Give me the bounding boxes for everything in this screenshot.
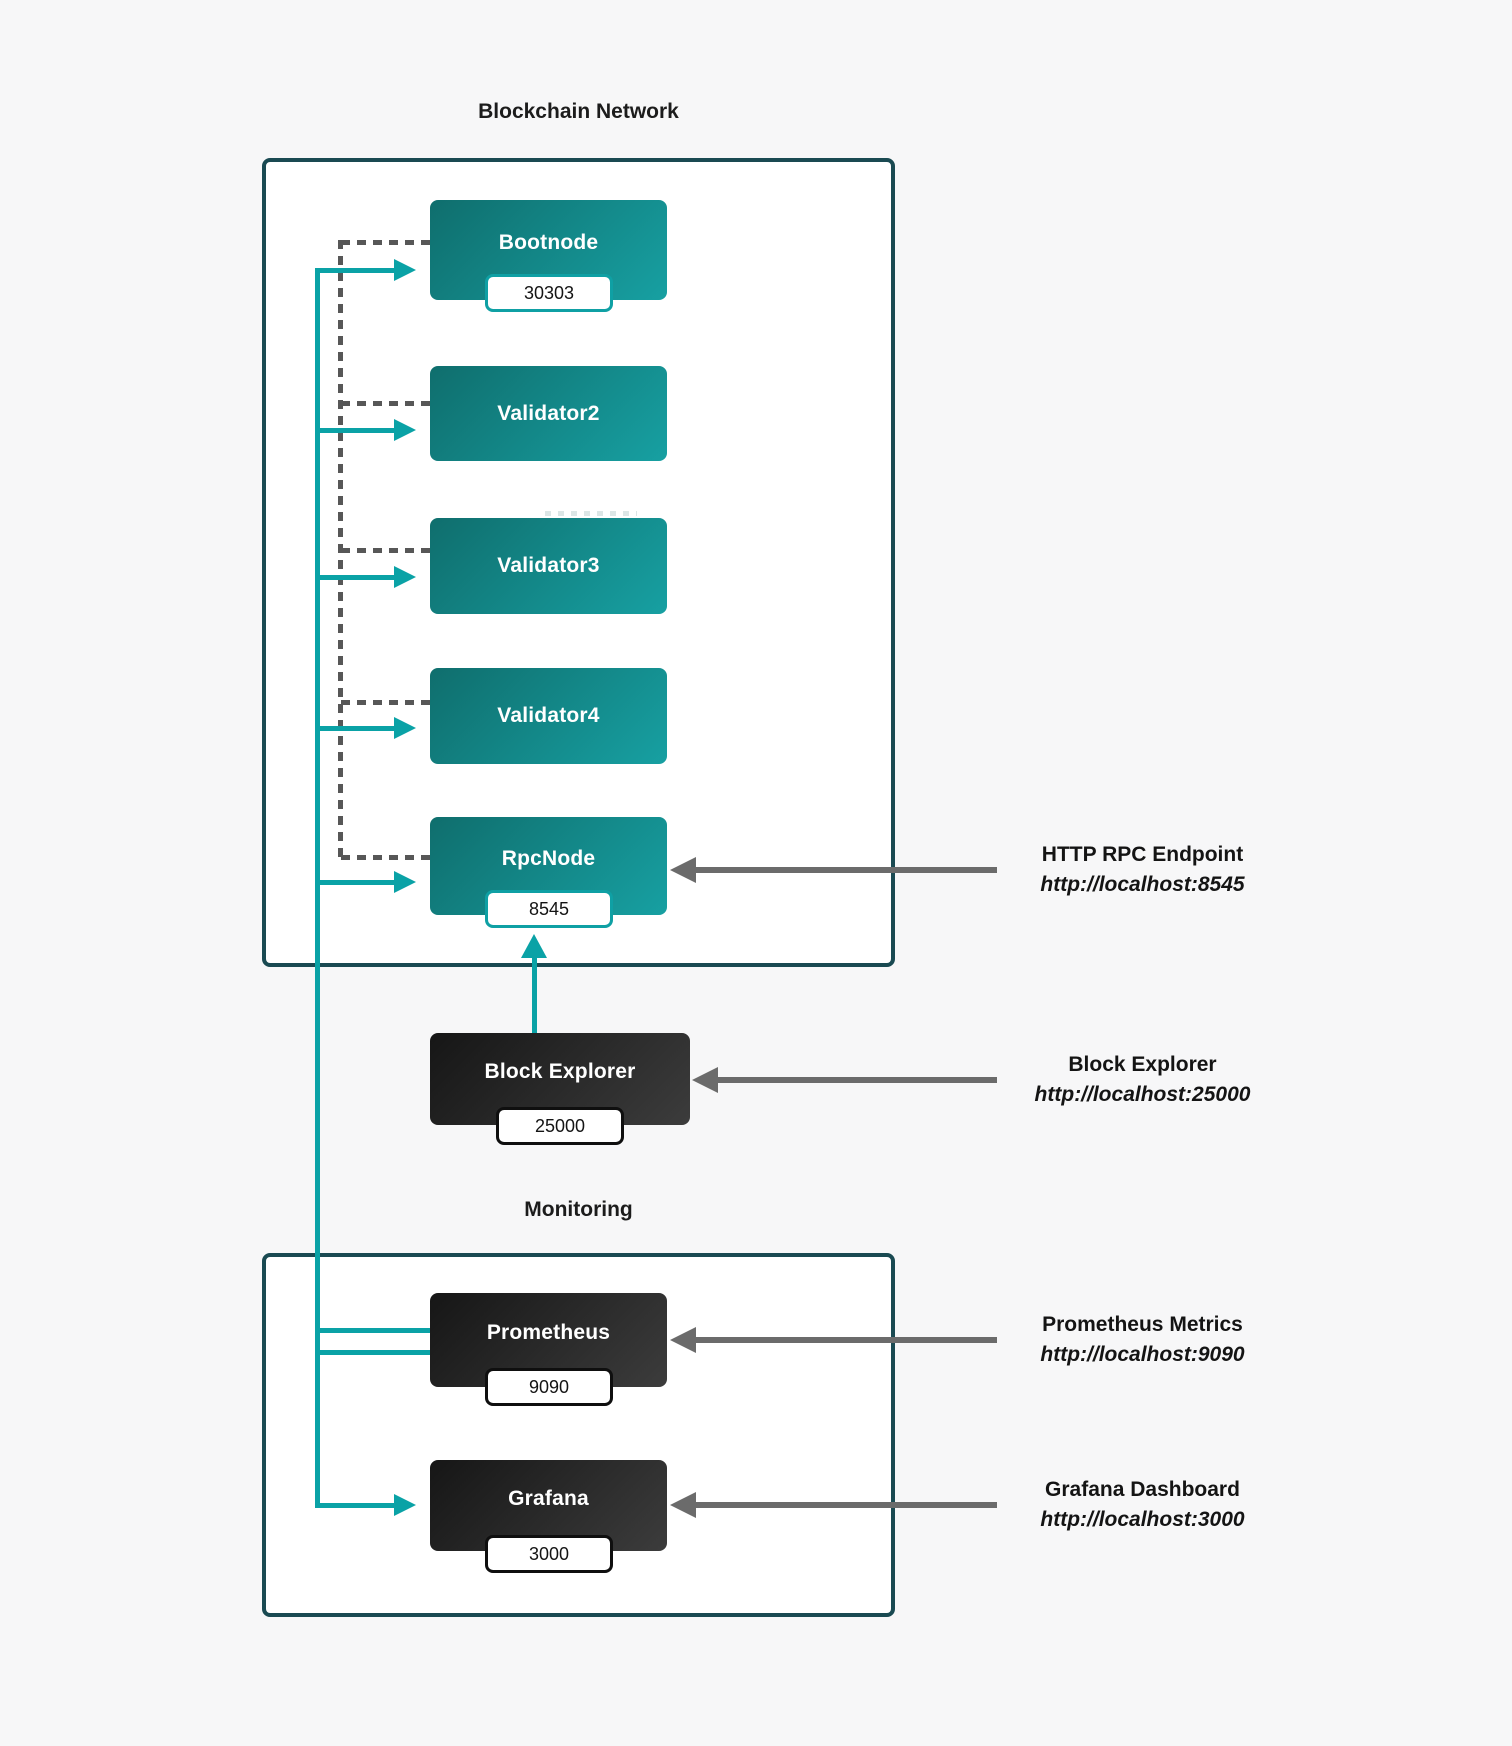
port-badge-block-explorer: 25000	[496, 1107, 624, 1145]
annotation-grafana-dashboard: Grafana Dashboard http://localhost:3000	[955, 1473, 1330, 1537]
arrowhead-rpcnode	[394, 871, 416, 893]
annotation-http-rpc-endpoint: HTTP RPC Endpoint http://localhost:8545	[955, 838, 1330, 902]
group-title-monitoring: Monitoring	[524, 1198, 633, 1221]
edge-dashed-to-validator4	[341, 700, 430, 705]
annotation-block-explorer: Block Explorer http://localhost:25000	[955, 1048, 1330, 1112]
port-badge-rpcnode: 8545	[485, 890, 613, 928]
annotation-title: HTTP RPC Endpoint	[1041, 843, 1244, 866]
annotation-url: http://localhost:9090	[1040, 1343, 1245, 1366]
annotation-url: http://localhost:25000	[1034, 1083, 1251, 1106]
arrowhead-up-rpcnode	[521, 934, 547, 958]
annotation-prometheus-metrics: Prometheus Metrics http://localhost:9090	[955, 1308, 1330, 1372]
edge-teal-trunk	[315, 268, 320, 1508]
port-badge-grafana: 3000	[485, 1535, 613, 1573]
edge-dashed-to-validator3	[341, 548, 430, 553]
gray-arrowhead-explorer	[692, 1067, 718, 1093]
gray-arrow-grafana-shaft	[696, 1502, 997, 1508]
node-rpcnode-label: RpcNode	[501, 847, 596, 870]
edge-teal-to-validator4	[317, 726, 394, 731]
edge-teal-to-validator3	[317, 575, 394, 580]
annotation-title: Prometheus Metrics	[1042, 1313, 1243, 1336]
edge-teal-into-prometheus	[317, 1328, 430, 1333]
node-validator4-label: Validator4	[497, 704, 600, 727]
edge-teal-to-rpcnode	[317, 880, 394, 885]
gray-arrow-prometheus-shaft	[696, 1337, 997, 1343]
annotation-url: http://localhost:8545	[1040, 873, 1245, 896]
group-title-blockchain-network: Blockchain Network	[478, 100, 679, 123]
node-bootnode-label: Bootnode	[498, 231, 599, 254]
node-validator3-label: Validator3	[497, 554, 600, 577]
edge-explorer-to-rpcnode	[532, 956, 537, 1033]
port-badge-prometheus: 9090	[485, 1368, 613, 1406]
gray-arrow-explorer-shaft	[718, 1077, 997, 1083]
node-prometheus-label: Prometheus	[486, 1321, 611, 1344]
gray-arrowhead-prometheus	[670, 1327, 696, 1353]
arrowhead-validator2	[394, 419, 416, 441]
port-badge-bootnode: 30303	[485, 274, 613, 312]
gray-arrowhead-grafana	[670, 1492, 696, 1518]
node-validator3: Validator3	[430, 518, 667, 614]
arrowhead-validator4	[394, 717, 416, 739]
gray-arrowhead-rpc	[670, 857, 696, 883]
clipped-label-artifact	[545, 511, 637, 516]
annotation-title: Grafana Dashboard	[1045, 1478, 1240, 1501]
edge-teal-to-grafana	[317, 1503, 394, 1508]
node-validator2: Validator2	[430, 366, 667, 461]
edge-dashed-trunk	[338, 240, 343, 860]
node-validator4: Validator4	[430, 668, 667, 764]
arrowhead-grafana	[394, 1494, 416, 1516]
node-block-explorer-label: Block Explorer	[484, 1060, 636, 1083]
edge-teal-to-validator2	[317, 428, 394, 433]
node-grafana-label: Grafana	[508, 1486, 589, 1510]
edge-dashed-to-bootnode	[341, 240, 430, 245]
arrowhead-validator3	[394, 566, 416, 588]
annotation-title: Block Explorer	[1068, 1053, 1217, 1076]
arrowhead-bootnode	[394, 259, 416, 281]
annotation-url: http://localhost:3000	[1040, 1508, 1245, 1531]
edge-prometheus-out	[317, 1350, 430, 1355]
edge-dashed-to-rpcnode	[341, 855, 430, 860]
gray-arrow-rpc-shaft	[696, 867, 997, 873]
edge-dashed-to-validator2	[341, 401, 430, 406]
edge-teal-to-bootnode	[317, 268, 394, 273]
node-validator2-label: Validator2	[497, 401, 600, 425]
